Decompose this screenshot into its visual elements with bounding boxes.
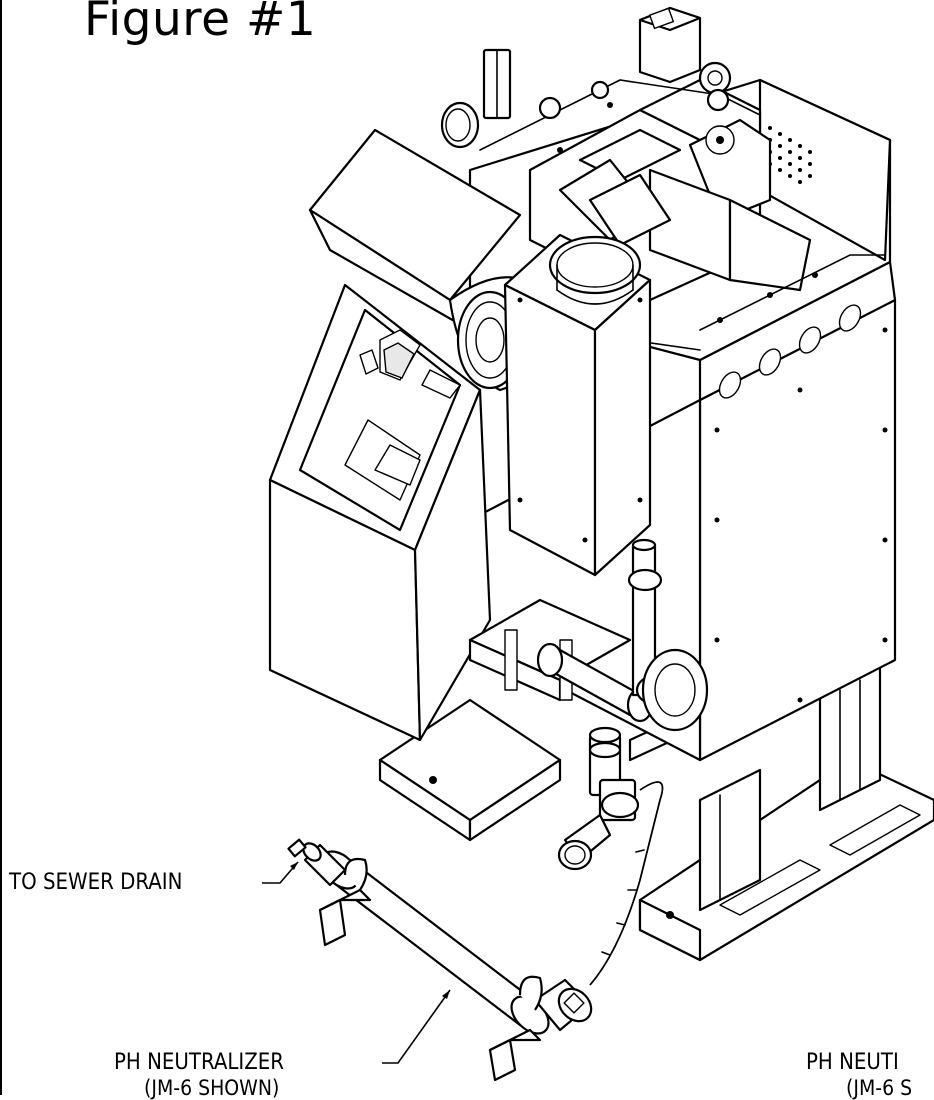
ph-neutralizer-model-note-cropped: (JM-6 S [846,1076,913,1100]
control-panel [268,283,492,742]
ph-neutralizer-model-note: (JM-6 SHOWN) [144,1076,280,1100]
ph-neutralizer-callout: PH NEUTRALIZER [114,1050,285,1075]
condensate-piping [468,538,709,986]
ph-neutralizer [287,838,593,1082]
callout-leaders [262,861,451,1064]
figure-frame-left-edge [0,0,2,1095]
sewer-drain-callout: TO SEWER DRAIN [9,870,183,895]
vent-adapter-box [503,233,652,577]
figure-title: Figure #1 [84,0,317,47]
gas-valve [638,6,732,112]
pressure-gauge [440,48,610,149]
ph-neutralizer-callout-cropped: PH NEUTI [806,1050,899,1075]
